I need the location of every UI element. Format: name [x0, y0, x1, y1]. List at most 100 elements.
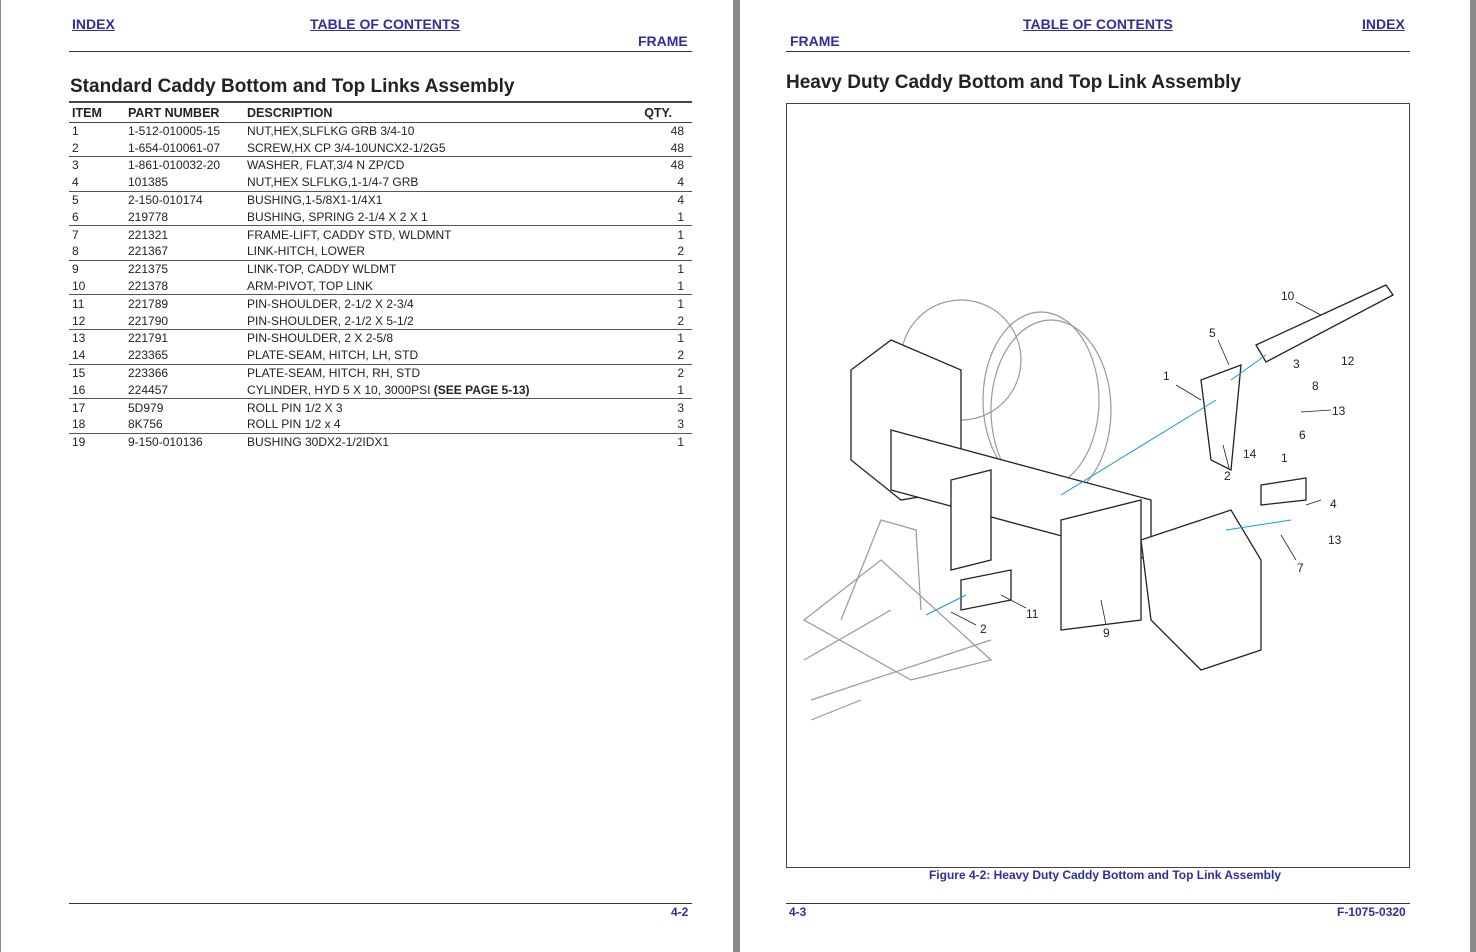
part-number-cell: 223366: [125, 363, 244, 382]
qty-cell: 1: [632, 294, 692, 313]
description-cell: ARM-PIVOT, TOP LINK: [244, 278, 632, 295]
frame-drawing: [850, 284, 1394, 671]
section-label: FRAME: [790, 33, 840, 49]
qty-cell: 48: [670, 140, 684, 155]
qty-cell: 1: [632, 225, 692, 244]
item-cell: 7: [69, 225, 125, 244]
index-link[interactable]: INDEX: [72, 16, 115, 32]
item-cell: 4: [72, 175, 79, 190]
item-cell: 1: [72, 123, 79, 138]
part-number-cell: 224457: [128, 382, 169, 397]
header-rule: [69, 51, 692, 52]
part-number-cell: 1-654-010061-07: [128, 140, 221, 155]
right-page: TABLE OF CONTENTS INDEX FRAME Heavy Duty…: [740, 0, 1470, 952]
item-cell: 2: [72, 140, 79, 155]
description-text: ROLL PIN 1/2 x 4: [247, 417, 341, 432]
description-text: PIN-SHOULDER, 2-1/2 X 2-3/4: [247, 296, 414, 311]
part-number-cell: 5D979: [125, 398, 244, 417]
description-cell: BUSHING 30DX2-1/2IDX1: [244, 432, 632, 451]
callout-1: 1: [1163, 369, 1170, 383]
description-text: PLATE-SEAM, HITCH, LH, STD: [247, 348, 419, 363]
assembly-lines: [925, 354, 1292, 616]
part-number-cell: 221791: [125, 329, 244, 347]
header-rule: [786, 51, 1410, 52]
callout-13: 13: [1332, 404, 1346, 418]
toc-link[interactable]: TABLE OF CONTENTS: [310, 16, 460, 32]
item-cell: 12: [72, 313, 86, 328]
qty-cell: 3: [632, 398, 692, 417]
description-cell: CYLINDER, HYD 5 X 10, 3000PSI (SEE PAGE …: [244, 381, 632, 398]
item-cell: 16: [72, 382, 86, 397]
index-link[interactable]: INDEX: [1362, 16, 1405, 32]
callout-12: 12: [1341, 354, 1355, 368]
title-rule: [69, 101, 692, 103]
qty-cell: 2: [677, 244, 684, 259]
part-number-cell: 221375: [125, 259, 244, 278]
item-cell: 9: [69, 259, 125, 278]
callout-5: 5: [1209, 326, 1216, 340]
callout-2: 2: [980, 622, 987, 636]
footer-rule: [69, 903, 692, 904]
qty-cell: 1: [677, 279, 684, 294]
part-number-cell: 219778: [128, 209, 169, 224]
callout-4: 4: [1330, 497, 1337, 511]
description-cell: ROLL PIN 1/2 X 3: [244, 398, 632, 417]
description-text: FRAME-LIFT, CADDY STD, WLDMNT: [247, 227, 452, 242]
description-cell: FRAME-LIFT, CADDY STD, WLDMNT: [244, 225, 632, 244]
part-number-cell: 2-150-010174: [125, 190, 244, 209]
description-text: LINK-HITCH, LOWER: [247, 244, 366, 259]
table-row: 16 224457 CYLINDER, HYD 5 X 10, 3000PSI (S…: [69, 381, 692, 398]
description-text: NUT,HEX,SLFLKG GRB 3/4-10: [247, 123, 415, 138]
page-title: Heavy Duty Caddy Bottom and Top Link Ass…: [786, 72, 1242, 93]
page-reference: (SEE PAGE 5-13): [433, 382, 530, 397]
description-cell: PIN-SHOULDER, 2-1/2 X 5-1/2: [244, 312, 632, 329]
qty-cell: 1: [677, 382, 684, 397]
callout-2: 2: [1224, 469, 1231, 483]
description-cell: PIN-SHOULDER, 2 X 2-5/8: [244, 329, 632, 347]
page-number: 4-3: [789, 905, 807, 919]
description-cell: NUT,HEX SLFLKG,1-1/4-7 GRB: [244, 174, 632, 191]
qty-cell: 2: [677, 348, 684, 363]
figure-caption: Figure 4-2: Heavy Duty Caddy Bottom and …: [928, 868, 1282, 882]
item-cell: 5: [69, 190, 125, 209]
description-cell: LINK-HITCH, LOWER: [244, 243, 632, 260]
qty-cell: 48: [632, 156, 692, 174]
item-cell: 17: [69, 398, 125, 417]
qty-cell: 2: [677, 313, 684, 328]
qty-cell: 1: [632, 259, 692, 278]
qty-cell: 1: [632, 329, 692, 347]
description-text: CYLINDER, HYD 5 X 10, 3000PSI: [247, 382, 434, 397]
callout-8: 8: [1312, 379, 1319, 393]
item-cell: 3: [69, 156, 125, 174]
part-number-cell: 9-150-010136: [125, 432, 244, 451]
callout-14: 14: [1243, 447, 1257, 461]
description-cell: LINK-TOP, CADDY WLDMT: [244, 259, 632, 278]
col-description: DESCRIPTION: [244, 104, 632, 123]
part-number-cell: 223365: [128, 348, 169, 363]
page-number: 4-2: [671, 905, 689, 919]
item-cell: 13: [69, 329, 125, 347]
description-text: PIN-SHOULDER, 2 X 2-5/8: [247, 331, 394, 346]
part-number-cell: 221790: [128, 313, 169, 328]
qty-cell: 2: [632, 363, 692, 382]
description-cell: WASHER, FLAT,3/4 N ZP/CD: [244, 156, 632, 174]
item-cell: 6: [72, 209, 79, 224]
toc-link[interactable]: TABLE OF CONTENTS: [1023, 16, 1173, 32]
leader-lines: [950, 301, 1332, 626]
item-cell: 8: [72, 244, 79, 259]
qty-cell: 1: [632, 432, 692, 451]
part-number-cell: 221378: [128, 279, 169, 294]
description-text: ARM-PIVOT, TOP LINK: [247, 279, 374, 294]
